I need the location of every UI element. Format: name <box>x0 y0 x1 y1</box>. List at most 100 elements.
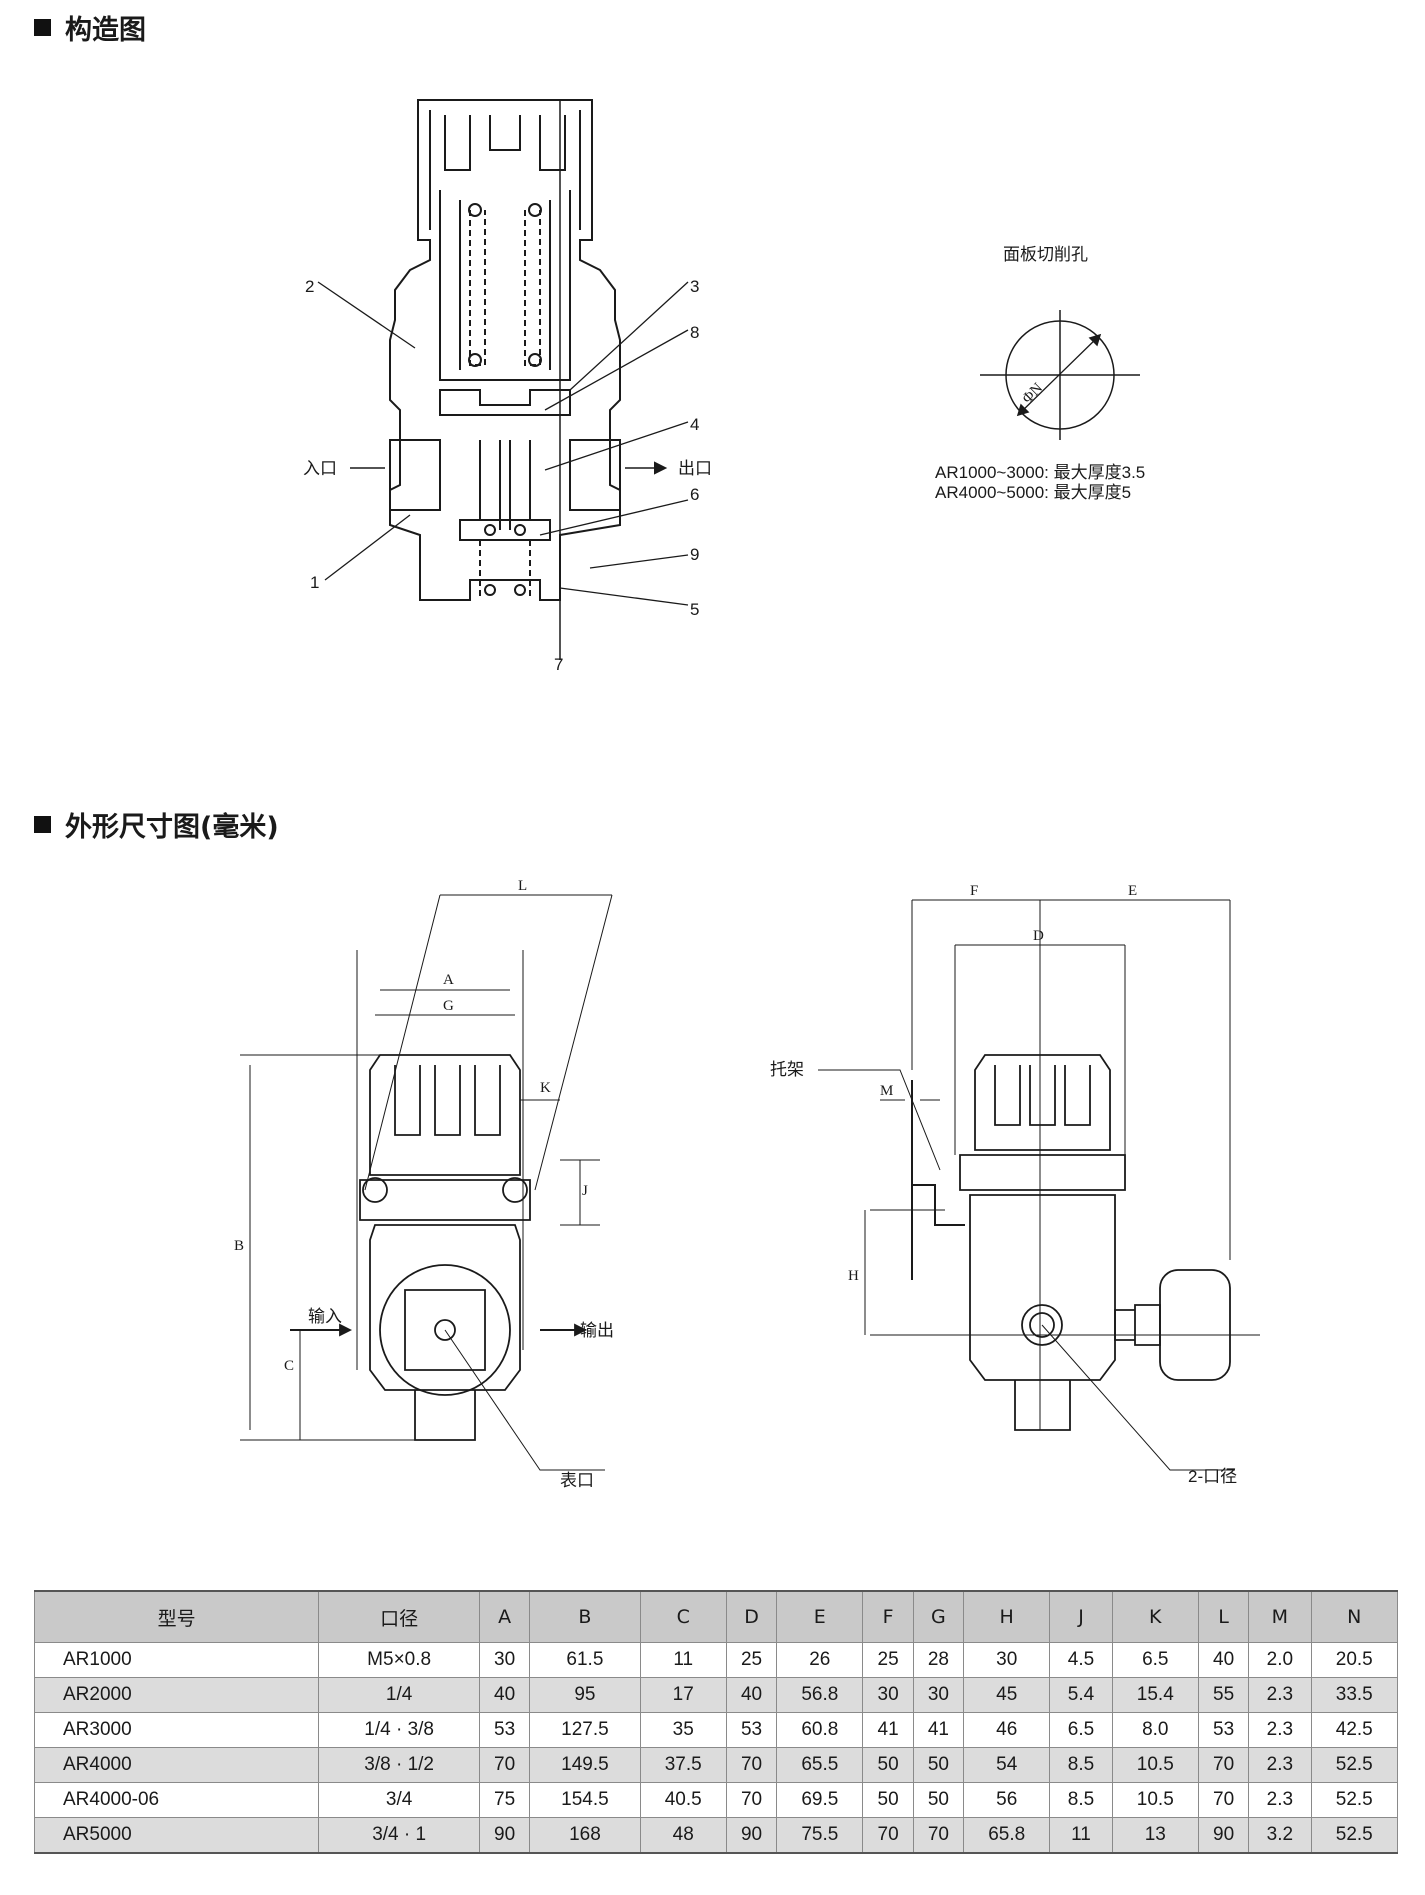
table-cell: 8.0 <box>1111 1712 1199 1748</box>
table-cell: 28 <box>912 1642 965 1678</box>
table-cell: 50 <box>912 1782 965 1818</box>
table-cell: 4.5 <box>1049 1642 1113 1678</box>
table-cell: 42.5 <box>1310 1712 1399 1748</box>
table-cell: 70 <box>912 1817 965 1854</box>
table-cell: 1/4 · 3/8 <box>318 1712 480 1748</box>
column-header: H <box>963 1590 1051 1643</box>
callout-7: 7 <box>554 655 563 674</box>
table-cell: 61.5 <box>529 1642 641 1678</box>
table-cell: 11 <box>1049 1817 1113 1854</box>
callout-5: 5 <box>690 600 699 619</box>
column-header: B <box>529 1590 641 1643</box>
port-size-label: 2-口径 <box>1188 1467 1237 1486</box>
table-cell: 17 <box>639 1677 727 1713</box>
model-cell: AR3000 <box>33 1712 320 1748</box>
bracket-label: 托架 <box>770 1060 804 1079</box>
table-cell: 53 <box>1197 1712 1250 1748</box>
table-cell: 53 <box>725 1712 778 1748</box>
column-header: D <box>725 1590 778 1643</box>
table-cell: 65.8 <box>963 1817 1051 1854</box>
dim-G: G <box>443 998 454 1014</box>
table-cell: 10.5 <box>1111 1782 1199 1818</box>
table-cell: 40.5 <box>639 1782 727 1818</box>
table-cell: 70 <box>862 1817 914 1854</box>
table-cell: 52.5 <box>1310 1747 1399 1783</box>
callout-6: 6 <box>690 485 699 504</box>
dim-D: D <box>1033 928 1044 944</box>
table-cell: 70 <box>725 1747 778 1783</box>
table-cell: 20.5 <box>1310 1642 1399 1678</box>
table-cell: 70 <box>1197 1747 1250 1783</box>
dimension-diagram: L A G K J B C 输入 输出 表口 F E D M H 托架 2-口径 <box>234 878 1260 1490</box>
table-cell: 40 <box>1197 1642 1250 1678</box>
table-cell: 6.5 <box>1049 1712 1113 1748</box>
table-cell: 52.5 <box>1310 1817 1399 1854</box>
table-cell: 168 <box>529 1817 641 1854</box>
table-cell: 56 <box>963 1782 1051 1818</box>
table-cell: 69.5 <box>776 1782 864 1818</box>
dim-M: M <box>880 1083 893 1099</box>
callout-1: 1 <box>310 573 319 592</box>
square-bullet-icon <box>34 19 51 36</box>
callout-2: 2 <box>305 277 314 296</box>
dim-J: J <box>582 1183 588 1199</box>
table-cell: 1/4 <box>318 1677 480 1713</box>
table-cell: 154.5 <box>529 1782 641 1818</box>
table-cell: 13 <box>1111 1817 1199 1854</box>
table-cell: 75 <box>478 1782 531 1818</box>
table-cell: 40 <box>725 1677 778 1713</box>
table-cell: 2.0 <box>1248 1642 1312 1678</box>
table-cell: 5.4 <box>1049 1677 1113 1713</box>
column-header: G <box>912 1590 965 1643</box>
table-cell: 70 <box>478 1747 531 1783</box>
table-cell: 54 <box>963 1747 1051 1783</box>
table-cell: 95 <box>529 1677 641 1713</box>
structure-diagram: 2 3 8 4 6 9 5 7 1 入口 出口 面板切削孔 ΦN AR1000~… <box>303 99 1145 674</box>
table-cell: 75.5 <box>776 1817 864 1854</box>
model-cell: AR4000 <box>33 1747 320 1783</box>
table-cell: 127.5 <box>529 1712 641 1748</box>
dim-K: K <box>540 1080 551 1096</box>
front-inlet-label: 输入 <box>308 1307 342 1326</box>
table-cell: 60.8 <box>776 1712 864 1748</box>
dim-A: A <box>443 972 454 988</box>
table-cell: 10.5 <box>1111 1747 1199 1783</box>
callout-9: 9 <box>690 545 699 564</box>
model-cell: AR2000 <box>33 1677 320 1713</box>
table-cell: 53 <box>478 1712 531 1748</box>
column-header: M <box>1248 1590 1312 1643</box>
model-cell: AR5000 <box>33 1817 320 1854</box>
dim-H: H <box>848 1268 859 1284</box>
column-header: K <box>1111 1590 1199 1643</box>
table-cell: 25 <box>862 1642 914 1678</box>
table-cell: 30 <box>912 1677 965 1713</box>
inlet-label: 入口 <box>303 459 337 478</box>
table-cell: 2.3 <box>1248 1747 1312 1783</box>
section-title-dimensions-text: 外形尺寸图(毫米) <box>65 812 279 843</box>
dia-label: ΦN <box>1019 380 1046 407</box>
table-cell: 33.5 <box>1310 1677 1399 1713</box>
table-cell: 2.3 <box>1248 1677 1312 1713</box>
column-header: F <box>862 1590 914 1643</box>
table-cell: 30 <box>478 1642 531 1678</box>
table-cell: 2.3 <box>1248 1712 1312 1748</box>
panel-note-1: AR1000~3000: 最大厚度3.5 <box>935 463 1145 482</box>
table-cell: M5×0.8 <box>318 1642 480 1678</box>
table-cell: 41 <box>912 1712 965 1748</box>
table-cell: 2.3 <box>1248 1782 1312 1818</box>
callout-3: 3 <box>690 277 699 296</box>
square-bullet-icon <box>34 816 51 833</box>
table-cell: 30 <box>963 1642 1051 1678</box>
table-cell: 26 <box>776 1642 864 1678</box>
dim-L: L <box>518 878 527 894</box>
table-cell: 45 <box>963 1677 1051 1713</box>
table-cell: 90 <box>1197 1817 1250 1854</box>
table-cell: 90 <box>725 1817 778 1854</box>
table-cell: 48 <box>639 1817 727 1854</box>
model-cell: AR4000-06 <box>33 1782 320 1818</box>
